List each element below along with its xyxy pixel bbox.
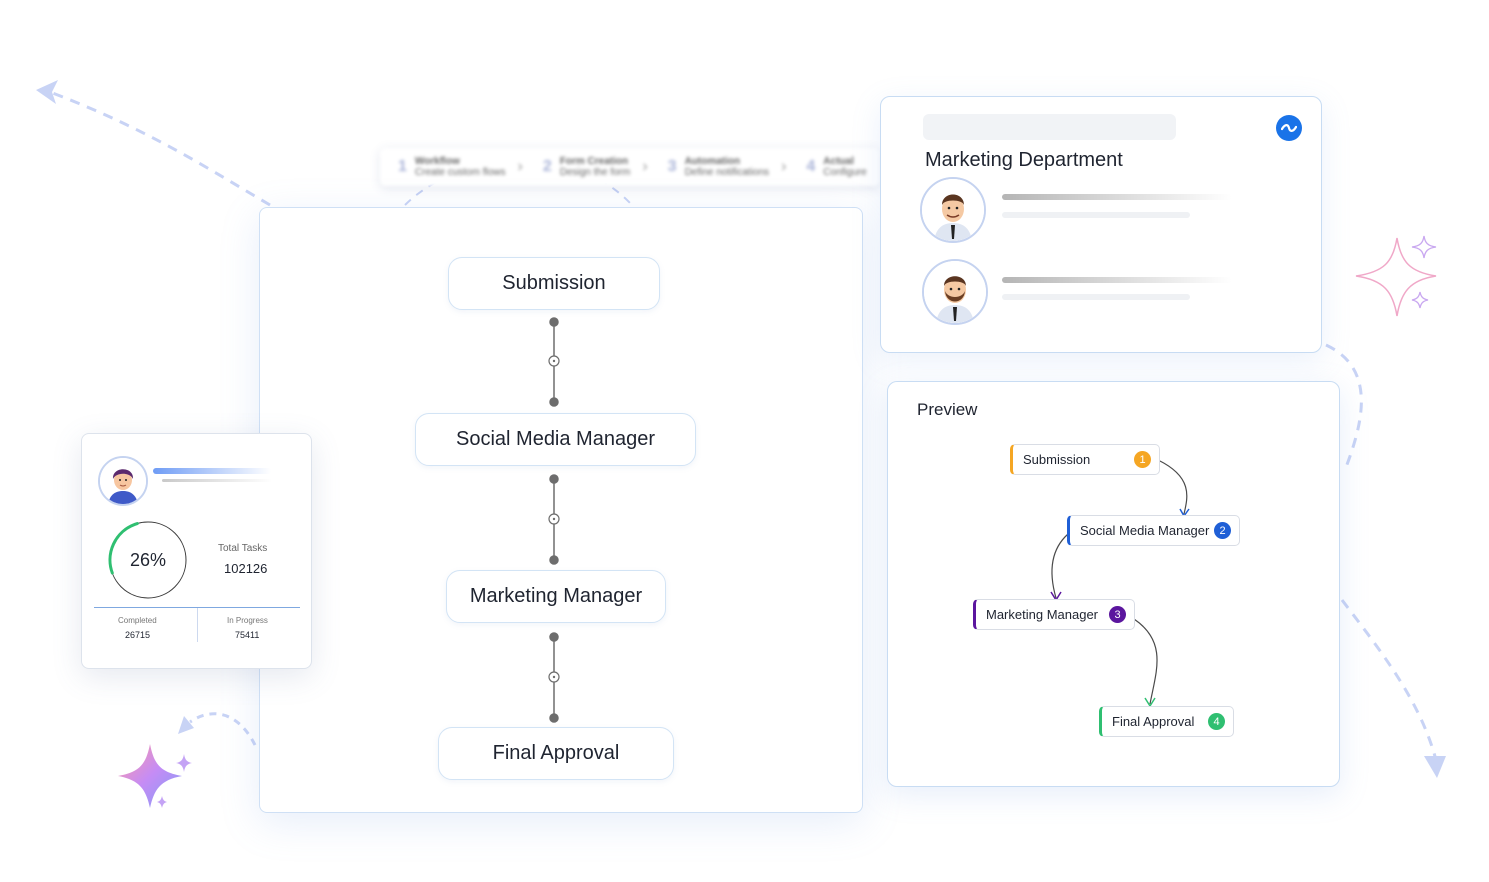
chevron-right-icon: › (781, 158, 787, 175)
progress-percent: 26% (129, 549, 167, 570)
preview-node-social-media-manager[interactable]: Social Media Manager 2 (1067, 515, 1240, 546)
member-avatar (922, 259, 988, 325)
placeholder-bar (923, 114, 1176, 140)
step-number-badge: 1 (1134, 451, 1151, 468)
step-number-badge: 3 (1109, 606, 1126, 623)
flow-node-social-media-manager[interactable]: Social Media Manager (415, 413, 696, 466)
in-progress-label: In Progress (227, 616, 268, 625)
sparkle-icon (118, 744, 182, 808)
member-avatar (920, 177, 986, 243)
completed-label: Completed (118, 616, 157, 625)
department-title: Marketing Department (925, 149, 1123, 171)
department-card: Marketing Department (880, 96, 1322, 353)
step-number-badge: 4 (1208, 713, 1225, 730)
in-progress-value: 75411 (235, 630, 260, 640)
task-stats-card: 26% Total Tasks 102126 Completed 26715 I… (81, 433, 312, 669)
wave-logo-icon (1276, 115, 1302, 141)
workflow-editor-card: Submission Social Media Manager Marketin… (259, 207, 863, 813)
preview-node-submission[interactable]: Submission 1 (1010, 444, 1160, 475)
user-avatar (98, 456, 148, 506)
flow-node-marketing-manager[interactable]: Marketing Manager (446, 570, 666, 623)
chevron-right-icon: › (642, 158, 648, 175)
flow-node-final-approval[interactable]: Final Approval (438, 727, 674, 780)
preview-node-marketing-manager[interactable]: Marketing Manager 3 (973, 599, 1135, 630)
progress-ring (108, 520, 188, 600)
arrow-head-icon (36, 80, 58, 104)
dashed-arrow-path (49, 90, 271, 207)
completed-value: 26715 (125, 630, 151, 640)
preview-card: Preview Submission 1 Social Media Manage… (887, 381, 1340, 787)
flow-node-submission[interactable]: Submission (448, 257, 660, 310)
workflow-connectors (548, 317, 560, 723)
total-tasks-value: 102126 (224, 561, 268, 576)
step-number-badge: 2 (1214, 522, 1231, 539)
chevron-right-icon: › (517, 158, 523, 175)
preview-title: Preview (917, 400, 978, 419)
preview-node-final-approval[interactable]: Final Approval 4 (1099, 706, 1234, 737)
arrow-head-icon (1424, 756, 1446, 778)
total-tasks-label: Total Tasks (218, 543, 268, 554)
sparkle-outline-icon (1355, 237, 1437, 317)
